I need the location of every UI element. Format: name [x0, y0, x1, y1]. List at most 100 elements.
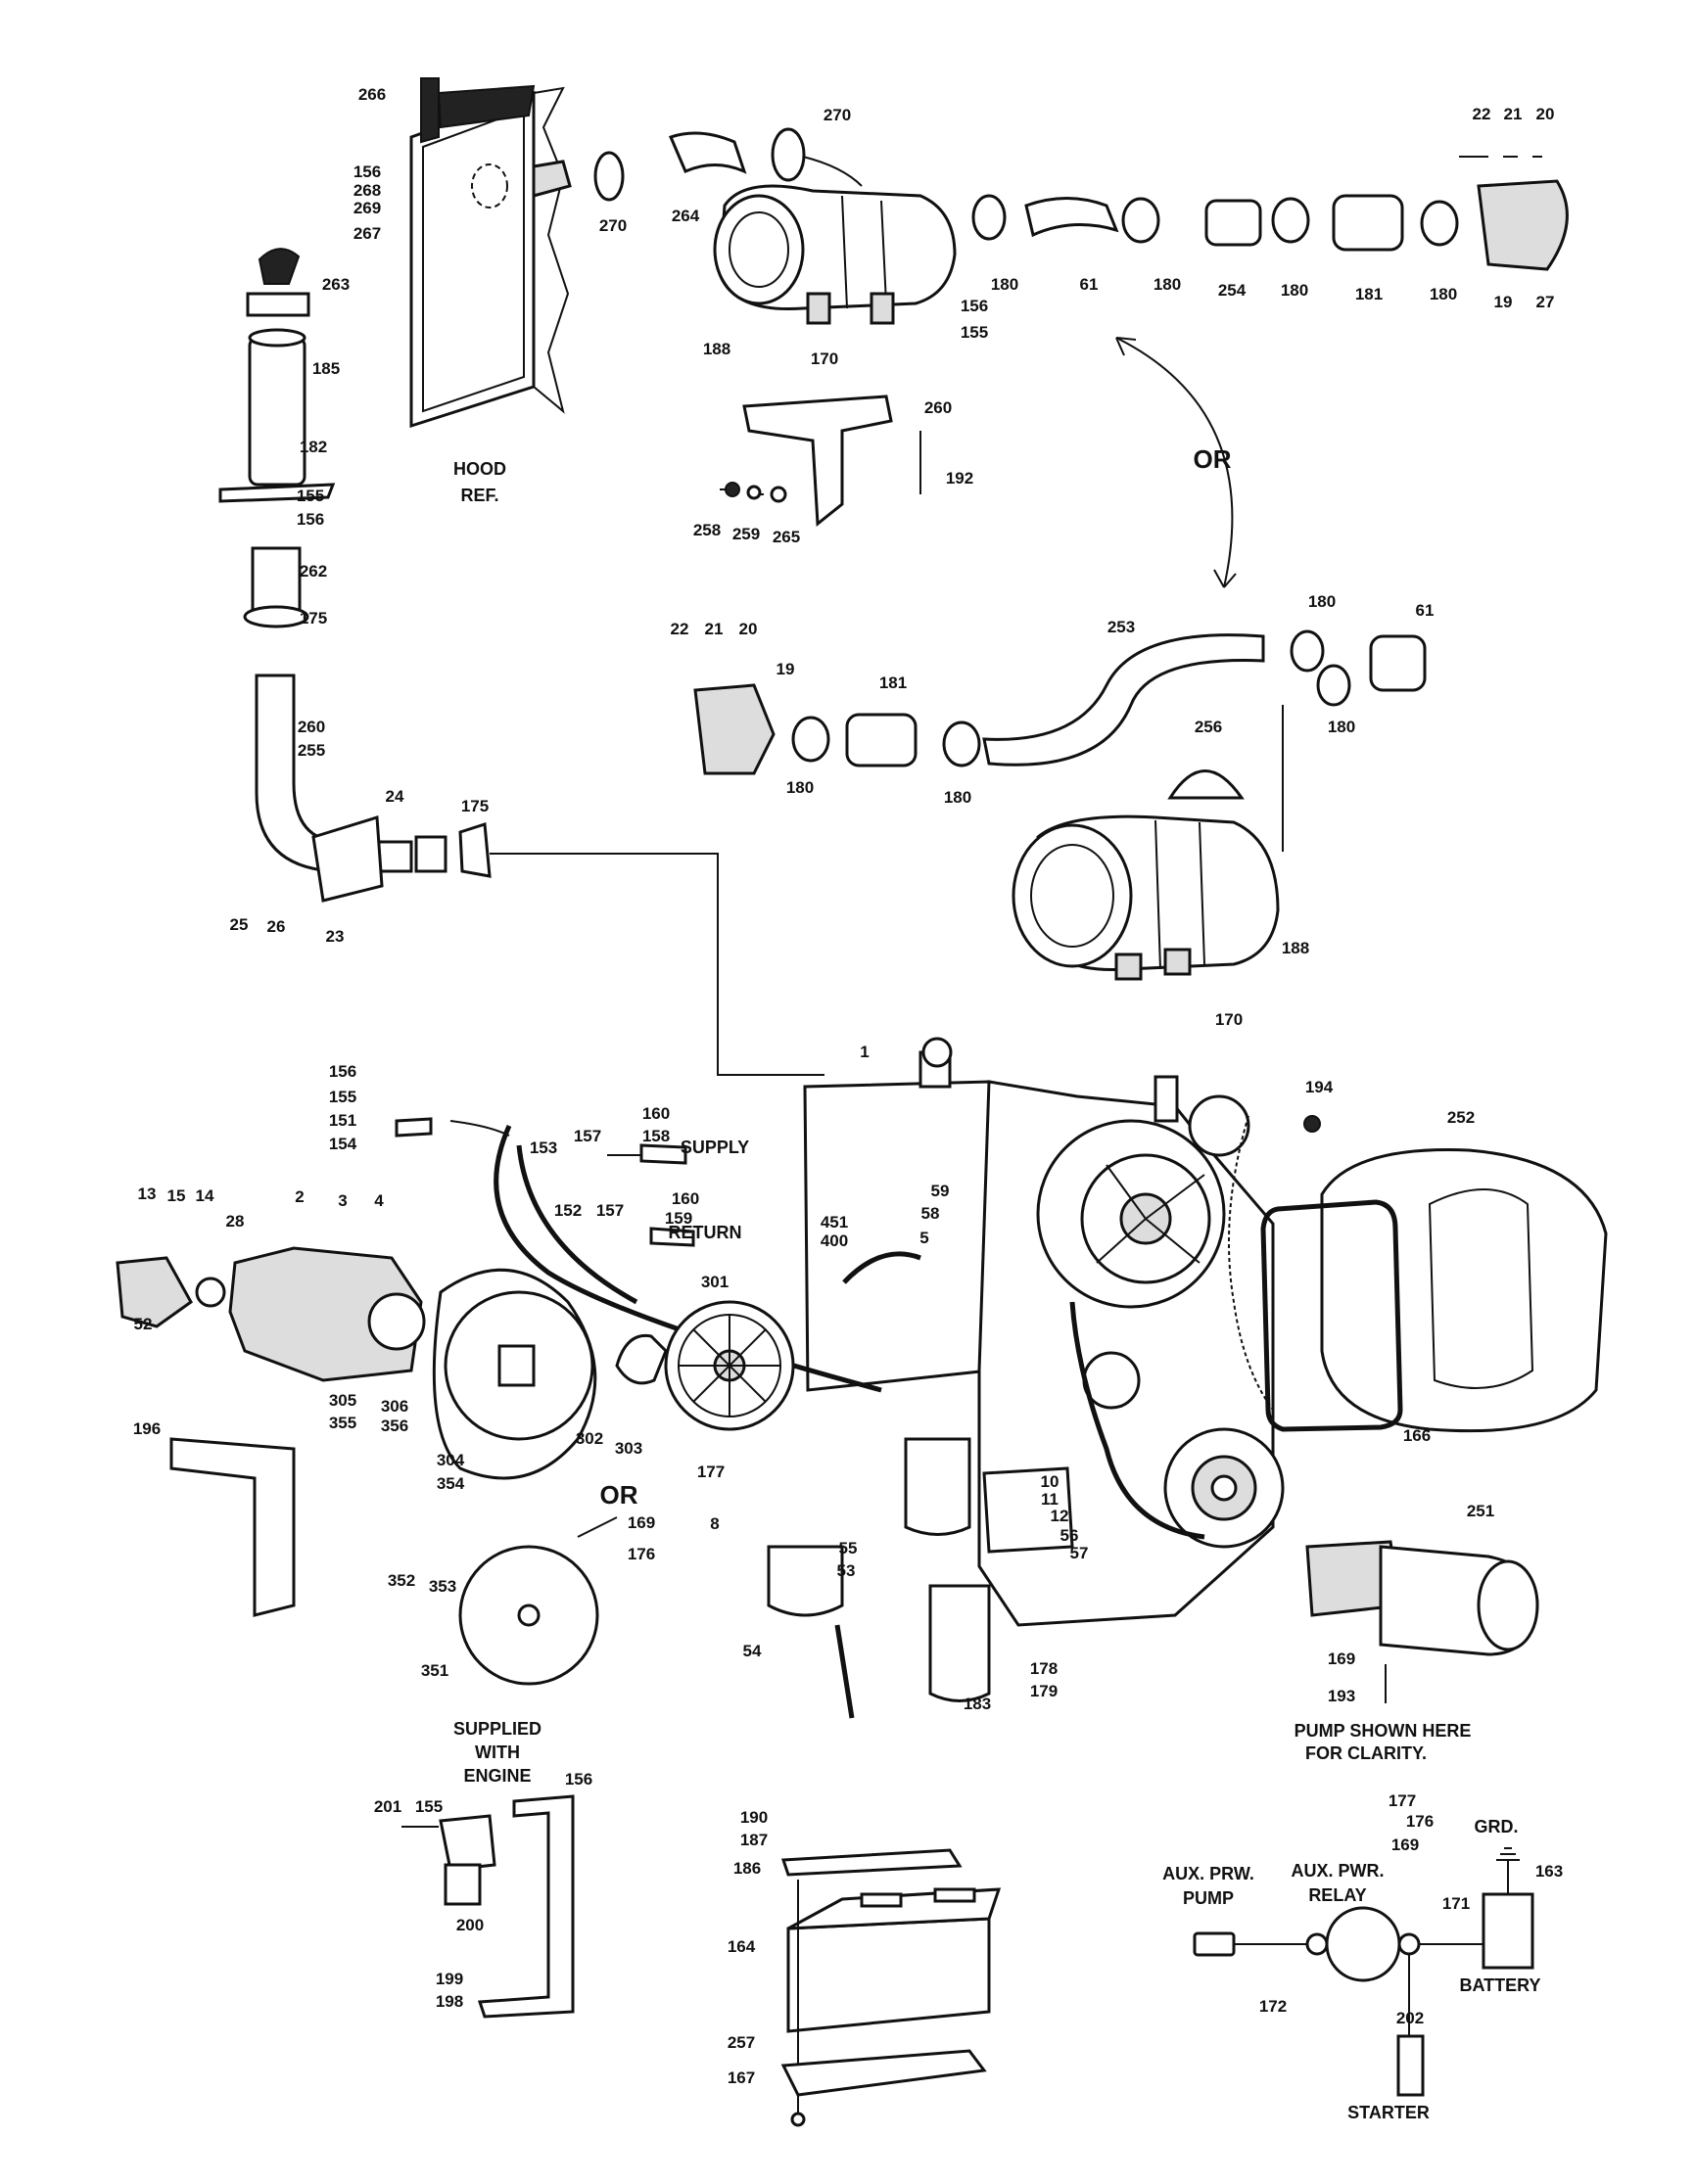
bracket-260 [720, 395, 921, 527]
part-callout: 180 [1328, 718, 1355, 736]
part-callout: 198 [436, 1992, 463, 2011]
part-callout: 172 [1259, 1997, 1287, 2016]
part-callout: 160 [672, 1189, 699, 1208]
part-callout: 180 [1154, 275, 1181, 294]
part-callout: 170 [1215, 1010, 1243, 1029]
diagram-caption: PUMP [1183, 1888, 1234, 1908]
diagram-caption: OR [1194, 444, 1232, 474]
part-callout: 160 [642, 1104, 670, 1123]
hydraulic-pump [116, 1246, 795, 1480]
mount-bracket-200 [401, 1794, 575, 2019]
part-callout: 270 [824, 106, 851, 124]
wiring-schematic [1193, 1847, 1534, 2097]
part-callout: 352 [388, 1571, 415, 1590]
part-callout: 8 [710, 1514, 719, 1533]
part-callout: 251 [1467, 1502, 1494, 1520]
part-callout: 400 [821, 1231, 848, 1250]
hose-chain-middle [693, 629, 1427, 852]
diagram-caption: RELAY [1308, 1885, 1366, 1905]
part-callout: 155 [961, 323, 988, 342]
part-callout: 11 [1041, 1490, 1059, 1509]
part-callout: 254 [1218, 281, 1247, 300]
part-callout: 258 [693, 521, 721, 539]
part-callout: 21 [705, 620, 724, 638]
part-callout: 5 [919, 1229, 928, 1247]
diagram-caption: STARTER [1347, 2103, 1430, 2122]
part-callout: 175 [300, 609, 327, 627]
part-callout: 270 [599, 216, 627, 235]
part-callout: 24 [386, 787, 404, 806]
part-callout: 187 [740, 1831, 768, 1849]
part-callout: 253 [1107, 618, 1135, 636]
engine-block [767, 1037, 1285, 1719]
diagram-caption: OR [600, 1480, 638, 1510]
part-callout: 179 [1030, 1682, 1058, 1700]
part-callout: 52 [134, 1315, 153, 1333]
part-callout: 176 [1406, 1812, 1434, 1831]
part-callout: 259 [732, 525, 760, 543]
diagram-caption: RETURN [669, 1223, 742, 1242]
part-callout: 159 [665, 1209, 692, 1228]
intake-hose-top [593, 127, 863, 202]
part-callout: 156 [297, 510, 324, 529]
part-callout: 153 [530, 1138, 557, 1157]
part-callout: 164 [728, 1937, 756, 1956]
diagram-caption: AUX. PRW. [1162, 1864, 1254, 1883]
part-callout: 176 [628, 1545, 655, 1563]
diagram-caption: GRD. [1475, 1817, 1519, 1836]
part-callout: 22 [1473, 105, 1491, 123]
diagram-caption: BATTERY [1460, 1975, 1541, 1995]
part-callout: 61 [1080, 275, 1099, 294]
part-callout: 20 [1536, 105, 1555, 123]
part-callout: 451 [821, 1213, 848, 1231]
diagram-caption: SUPPLY [681, 1138, 749, 1157]
part-callout: 354 [437, 1474, 465, 1493]
part-callout: 256 [1195, 718, 1222, 736]
part-callout: 269 [353, 199, 381, 217]
battery [780, 1848, 1002, 2127]
part-callout: 23 [326, 927, 345, 946]
part-callout: 156 [961, 297, 988, 315]
part-callout: 305 [329, 1391, 356, 1410]
or-arrow-curve [1115, 337, 1234, 588]
diagram-caption: ENGINE [463, 1766, 531, 1786]
part-callout: 156 [353, 163, 381, 181]
part-callout: 265 [773, 528, 800, 546]
part-callout: 196 [133, 1419, 161, 1438]
part-callout: 157 [596, 1201, 624, 1220]
part-callout: 268 [353, 181, 381, 200]
cover-plate-351 [458, 1516, 618, 1686]
part-callout: 181 [1355, 285, 1383, 303]
part-callout: 306 [381, 1397, 408, 1416]
part-callout: 169 [628, 1513, 655, 1532]
part-callout: 156 [329, 1062, 356, 1081]
part-callout: 260 [924, 398, 952, 417]
diagram-caption: PUMP SHOWN HERE [1295, 1721, 1472, 1741]
part-callout: 151 [329, 1111, 356, 1130]
part-callout: 4 [374, 1191, 384, 1210]
part-callout: 185 [312, 359, 340, 378]
part-callout: 194 [1305, 1078, 1334, 1096]
part-callout: 54 [743, 1642, 762, 1660]
part-callout: 200 [456, 1916, 484, 1934]
part-callout: 169 [1391, 1835, 1419, 1854]
hood-panel [409, 77, 572, 429]
part-callout: 180 [786, 778, 814, 797]
part-callout: 183 [964, 1695, 991, 1713]
part-callout: 181 [879, 674, 907, 692]
part-callout: 26 [267, 917, 286, 936]
part-callout: 175 [461, 797, 489, 815]
part-callout: 355 [329, 1414, 356, 1432]
part-callout: 10 [1041, 1472, 1059, 1491]
part-callout: 2 [295, 1187, 304, 1206]
part-callout: 199 [436, 1970, 463, 1988]
part-callout: 202 [1396, 2009, 1424, 2027]
part-callout: 155 [297, 487, 324, 505]
part-callout: 351 [421, 1661, 448, 1680]
part-callout: 57 [1070, 1544, 1089, 1562]
part-callout: 264 [672, 207, 700, 225]
part-callout: 356 [381, 1417, 408, 1435]
part-callout: 56 [1060, 1526, 1079, 1545]
